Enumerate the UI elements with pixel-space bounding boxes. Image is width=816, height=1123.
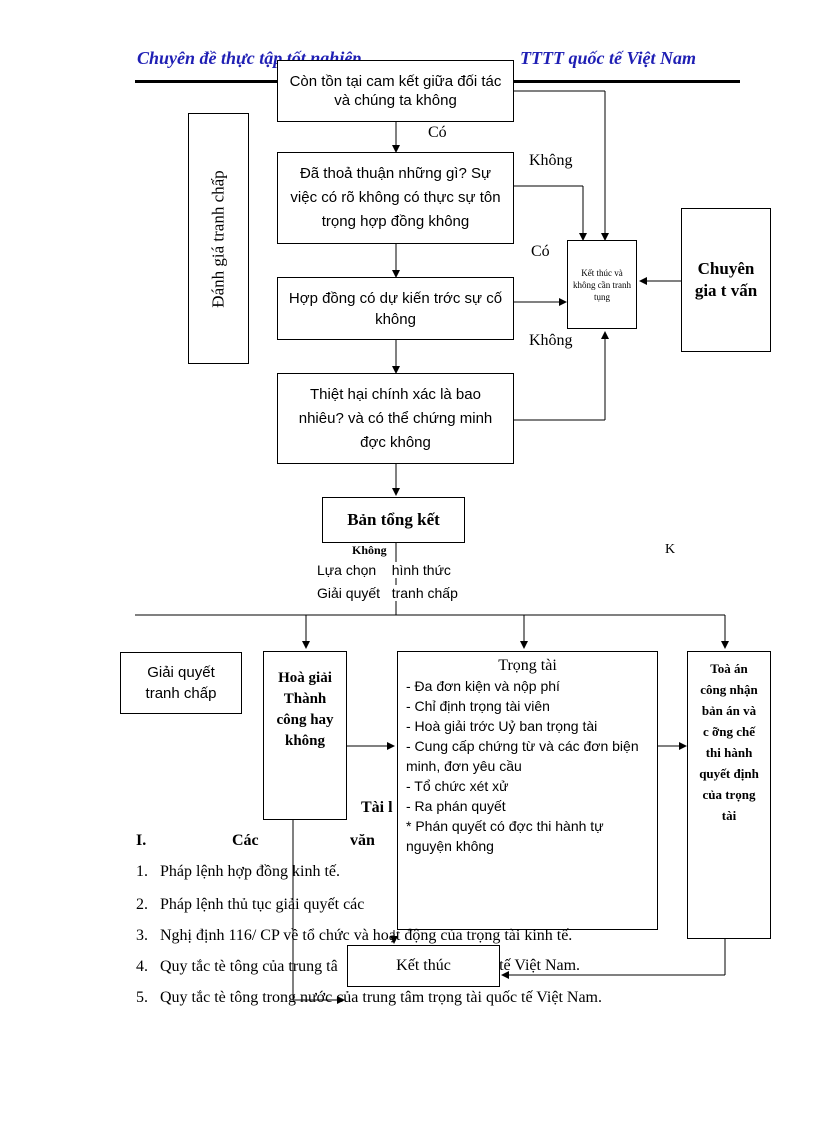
label-co-2: Có xyxy=(531,243,550,260)
side-label-box: Đánh giá tranh chấp xyxy=(188,113,249,364)
mediation-box: Hoà giải Thành công hay không xyxy=(263,651,347,820)
choose-line-1: Lựa chọn hình thức xyxy=(317,562,451,578)
expert-box: Chuyên gia t vấn xyxy=(681,208,771,352)
label-khong-2: Không xyxy=(529,332,573,349)
resolve-label-box: Giải quyết tranh chấp xyxy=(120,652,242,714)
end-no-dispute-box: Kết thúc và không cần tranh tụng xyxy=(567,240,637,329)
reference-item: 4. Quy tắc tè tông của trung tâ xyxy=(136,957,338,977)
arbitration-item: - Tổ chức xét xử xyxy=(406,778,509,794)
reference-text: Quy tắc tè tông trong nước của trung tâm… xyxy=(160,989,602,1006)
reference-item: 1. Pháp lệnh hợp đồng kinh tế. xyxy=(136,862,340,882)
question-2-box: Đã thoả thuận những gì? Sự việc có rõ kh… xyxy=(277,152,514,244)
reference-number: 5. xyxy=(136,989,148,1006)
reference-item: 3. Nghị định 116/ CP về tổ chức và hoạt đ… xyxy=(136,926,572,946)
arbitration-box: Trọng tài - Đa đơn kiện và nộp phí - Chỉ… xyxy=(397,651,658,930)
court-box: Toà án công nhận bản án và c ỡng chế thi… xyxy=(687,651,771,939)
arbitration-item: - Cung cấp chứng từ và các đơn biện minh… xyxy=(406,738,639,774)
label-khong-3: Không xyxy=(352,543,387,557)
reference-number: 2. xyxy=(136,896,148,913)
arbitration-item: * Phán quyết có đợc thi hành tự nguyện k… xyxy=(406,818,604,854)
question-4-box: Thiệt hại chính xác là bao nhiêu? và có … xyxy=(277,373,514,464)
label-khong-1: Không xyxy=(529,152,573,169)
arbitration-item: - Hoà giải trớc Uỷ ban trọng tài xyxy=(406,718,598,734)
section-title-tail: văn xyxy=(350,832,375,849)
reference-text: Pháp lệnh hợp đồng kinh tế. xyxy=(160,863,340,880)
summary-box: Bản tổng kết xyxy=(322,497,465,543)
end-box: Kết thúc xyxy=(347,945,500,987)
reference-number: 3. xyxy=(136,927,148,944)
references-heading: Tài l xyxy=(361,799,393,816)
header-right: TTTT quốc tế Việt Nam xyxy=(520,48,696,68)
question-3-box: Hợp đồng có dự kiến trớc sự cố không xyxy=(277,277,514,340)
reference-text: Pháp lệnh thủ tục giải quyết các xyxy=(160,896,365,913)
label-co-1: Có xyxy=(428,124,447,141)
label-k: K xyxy=(665,542,676,557)
question-1-box: Còn tồn tại cam kết giữa đối tác và chún… xyxy=(277,60,514,122)
section-number: I. xyxy=(136,832,147,849)
reference-number: 4. xyxy=(136,958,148,975)
arbitration-item: - Ra phán quyết xyxy=(406,798,506,814)
reference-item: 5. Quy tắc tè tông trong nước của trung t… xyxy=(136,988,602,1008)
reference-number: 1. xyxy=(136,863,148,880)
reference-text: Nghị định 116/ CP về tổ chức và hoạt độn… xyxy=(160,927,573,944)
reference-item: 2. Pháp lệnh thủ tục giải quyết các xyxy=(136,895,364,915)
side-label: Đánh giá tranh chấp xyxy=(208,169,228,308)
arbitration-item: - Đa đơn kiện và nộp phí xyxy=(406,678,560,694)
section-title: Các xyxy=(232,832,259,849)
reference-4-tail: c tế Việt Nam. xyxy=(488,957,581,974)
arbitration-item: - Chỉ định trọng tài viên xyxy=(406,698,550,714)
reference-text: Quy tắc tè tông của trung tâ xyxy=(160,958,338,975)
choose-line-2: Giải quyết tranh chấp xyxy=(317,585,458,601)
arbitration-title: Trọng tài xyxy=(498,657,557,674)
